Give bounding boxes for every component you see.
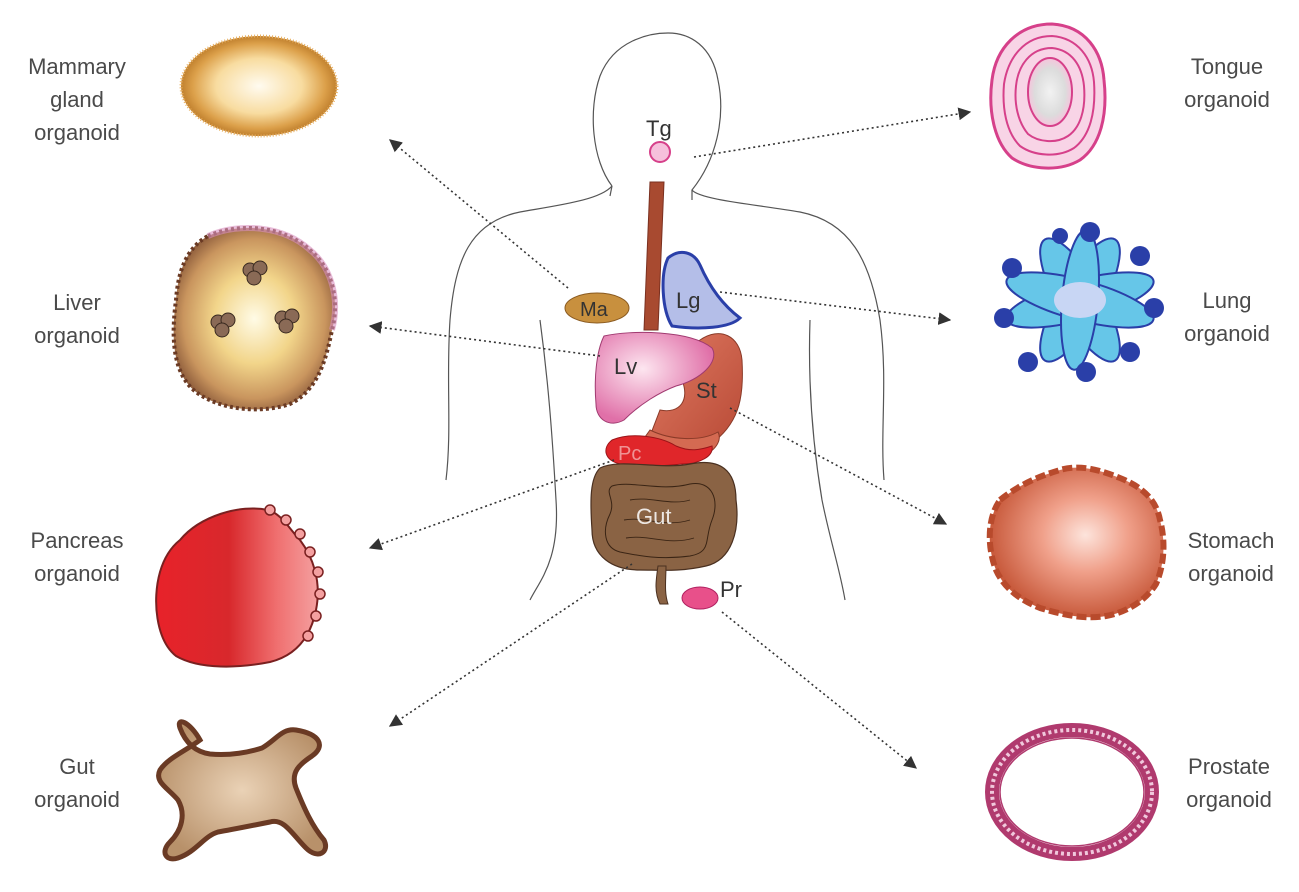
- arrow-liver: [370, 326, 600, 356]
- gut-organ: [591, 463, 737, 605]
- gut-organoid-image: [159, 722, 326, 859]
- gut-label-line-1: Gut: [8, 750, 146, 783]
- gut-label-line-2: organoid: [8, 783, 146, 816]
- lung-organ-label: Lg: [676, 288, 700, 313]
- lung-label-line-2: organoid: [1162, 317, 1292, 350]
- lung-label-line-1: Lung: [1162, 284, 1292, 317]
- prostate-organ: [682, 587, 718, 609]
- gut-organoid-label: Gut organoid: [8, 750, 146, 816]
- mammary-label-line-2: gland: [8, 83, 146, 116]
- tongue-label-line-2: organoid: [1162, 83, 1292, 116]
- stomach-organ-label: St: [696, 378, 717, 403]
- arrow-mammary: [390, 140, 568, 288]
- prostate-organoid-image: [992, 730, 1152, 854]
- tongue-organ: [650, 142, 670, 162]
- tongue-label-line-1: Tongue: [1162, 50, 1292, 83]
- mammary-label-line-3: organoid: [8, 116, 146, 149]
- pancreas-organoid-image: [156, 505, 325, 667]
- stomach-organoid-label: Stomach organoid: [1166, 524, 1296, 590]
- liver-organoid-label: Liver organoid: [8, 286, 146, 352]
- stomach-label-line-2: organoid: [1166, 557, 1296, 590]
- pancreas-organoid-label: Pancreas organoid: [8, 524, 146, 590]
- arrow-stomach: [730, 408, 946, 524]
- esophagus: [644, 182, 664, 330]
- mammary-organ-label: Ma: [580, 299, 609, 321]
- pancreas-label-line-2: organoid: [8, 557, 146, 590]
- stomach-organoid-image: [990, 468, 1164, 618]
- pancreas-label-line-1: Pancreas: [8, 524, 146, 557]
- prostate-organoid-label: Prostate organoid: [1164, 750, 1294, 816]
- stomach-label-line-1: Stomach: [1166, 524, 1296, 557]
- pancreas-organ-label: Pc: [618, 443, 641, 465]
- tongue-organoid-label: Tongue organoid: [1162, 50, 1292, 116]
- tongue-organoid-image: [991, 24, 1105, 168]
- prostate-label-line-2: organoid: [1164, 783, 1294, 816]
- arrow-pancreas: [370, 460, 614, 548]
- gut-organ-label: Gut: [636, 504, 671, 529]
- liver-organoid-image: [174, 228, 335, 409]
- arrow-tongue: [694, 112, 970, 157]
- mammary-label-line-1: Mammary: [8, 50, 146, 83]
- lung-organ: [663, 252, 740, 328]
- arrow-lung: [720, 292, 950, 320]
- liver-label-line-2: organoid: [8, 319, 146, 352]
- liver-organ-label: Lv: [614, 354, 637, 379]
- arrow-prostate: [722, 612, 916, 768]
- tongue-organ-label: Tg: [646, 116, 672, 141]
- mammary-organoid-label: Mammary gland organoid: [8, 50, 146, 149]
- lung-organoid-image: [994, 222, 1164, 382]
- mammary-organoid-image: [181, 36, 337, 136]
- arrow-gut: [390, 564, 632, 726]
- prostate-label-line-1: Prostate: [1164, 750, 1294, 783]
- prostate-organ-label: Pr: [720, 577, 742, 602]
- liver-label-line-1: Liver: [8, 286, 146, 319]
- lung-organoid-label: Lung organoid: [1162, 284, 1292, 350]
